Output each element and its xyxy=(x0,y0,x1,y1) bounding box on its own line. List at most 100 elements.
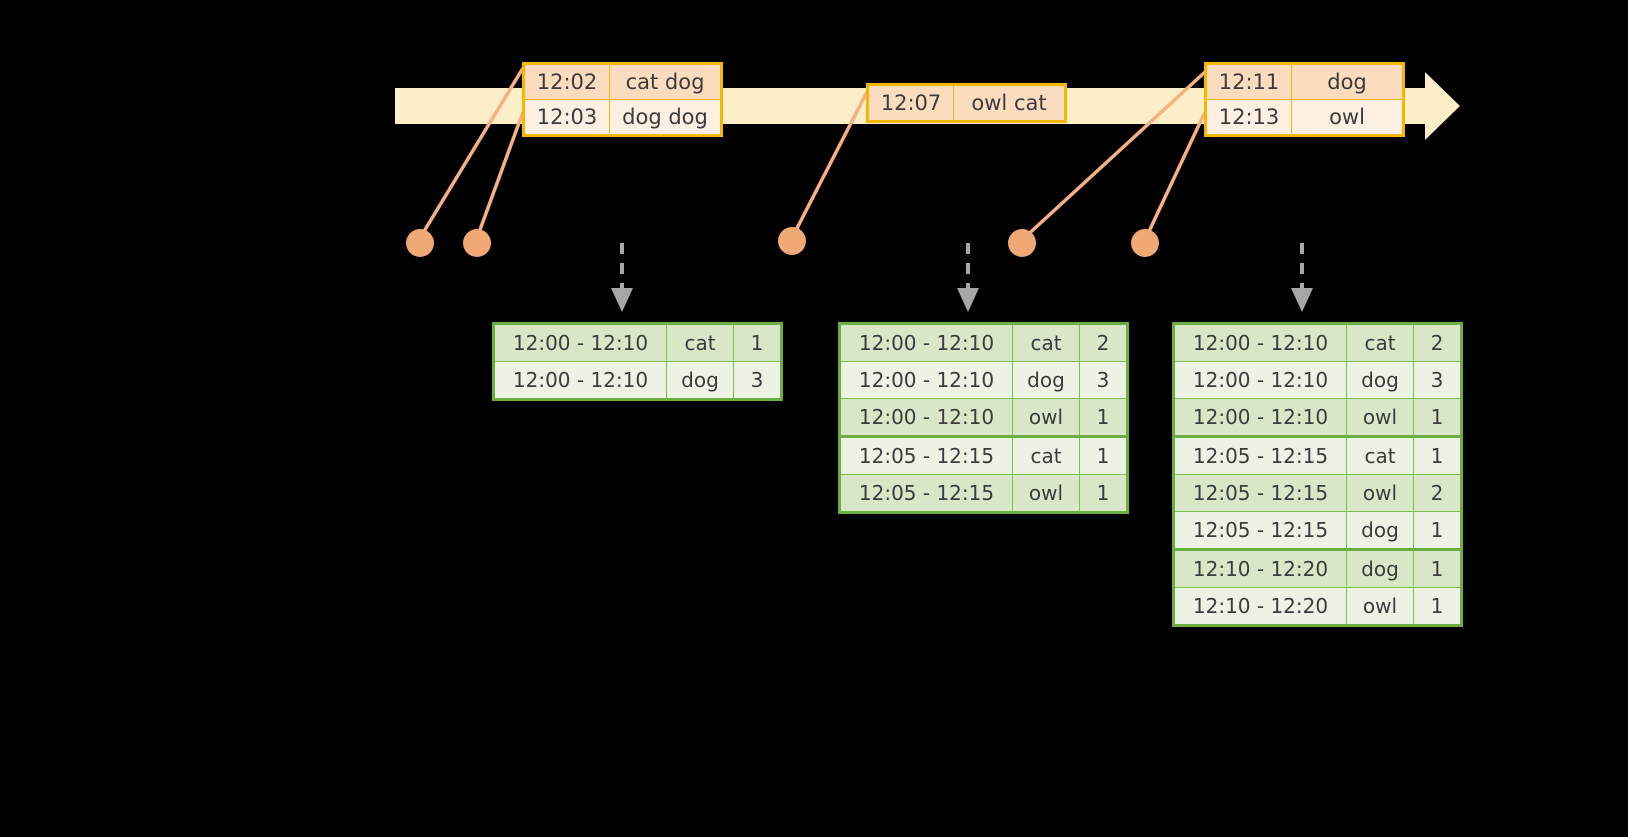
event-words: cat dog xyxy=(609,62,722,101)
connector-line-5 xyxy=(1143,111,1207,241)
cell-count: 3 xyxy=(1079,361,1128,399)
event-row[interactable]: 12:02 cat dog xyxy=(523,62,722,101)
event-time: 12:11 xyxy=(1205,62,1292,101)
cell-word: owl xyxy=(1012,474,1080,514)
event-time: 12:13 xyxy=(1205,99,1292,137)
connector-line-3 xyxy=(790,89,870,239)
event-box-group-1-body: 12:02 cat dog 12:03 dog dog xyxy=(523,62,722,137)
cell-count: 3 xyxy=(1413,361,1462,399)
cell-count: 1 xyxy=(1413,436,1462,475)
connector-line-1 xyxy=(418,67,525,239)
event-words: owl xyxy=(1291,99,1404,137)
cell-window: 12:00 - 12:10 xyxy=(839,361,1013,399)
cell-count: 1 xyxy=(1079,474,1128,514)
cell-word: dog xyxy=(1012,361,1080,399)
event-box-group-2[interactable]: 12:07 owl cat xyxy=(866,83,1067,124)
event-box-group-3-body: 12:11 dog 12:13 owl xyxy=(1205,62,1404,137)
cell-count: 1 xyxy=(1079,436,1128,475)
event-box-group-2-body: 12:07 owl cat xyxy=(867,83,1066,123)
event-words: dog xyxy=(1291,62,1404,101)
cell-count: 3 xyxy=(733,361,782,401)
cell-count: 1 xyxy=(1413,549,1462,588)
event-box-group-3[interactable]: 12:11 dog 12:13 owl xyxy=(1204,62,1405,138)
event-dot-3 xyxy=(778,227,806,255)
cell-word: owl xyxy=(1346,587,1414,627)
cell-word: dog xyxy=(1346,361,1414,399)
connector-line-2 xyxy=(475,111,525,239)
event-row[interactable]: 12:03 dog dog xyxy=(523,99,722,137)
event-dot-2 xyxy=(463,229,491,257)
cell-count: 1 xyxy=(1079,398,1128,438)
cell-word: cat xyxy=(1346,436,1414,475)
cell-word: dog xyxy=(666,361,734,401)
cell-word: dog xyxy=(1346,511,1414,551)
cell-window: 12:00 - 12:10 xyxy=(1173,398,1347,438)
cell-word: cat xyxy=(1012,323,1080,362)
event-time: 12:07 xyxy=(867,83,954,123)
cell-word: owl xyxy=(1346,398,1414,438)
event-row[interactable]: 12:07 owl cat xyxy=(867,83,1066,123)
event-dot-1 xyxy=(406,229,434,257)
cell-count: 1 xyxy=(1413,398,1462,438)
cell-word: dog xyxy=(1346,549,1414,588)
cell-count: 1 xyxy=(733,323,782,362)
cell-count: 2 xyxy=(1079,323,1128,362)
timeline-arrow-head xyxy=(1425,72,1460,140)
cell-window: 12:10 - 12:20 xyxy=(1173,549,1347,588)
cell-window: 12:00 - 12:10 xyxy=(1173,361,1347,399)
cell-count: 2 xyxy=(1413,323,1462,362)
cell-count: 1 xyxy=(1413,511,1462,551)
event-words: owl cat xyxy=(953,83,1066,123)
cell-word: owl xyxy=(1346,474,1414,512)
cell-window: 12:05 - 12:15 xyxy=(839,436,1013,475)
event-box-group-1[interactable]: 12:02 cat dog 12:03 dog dog xyxy=(522,62,723,138)
cell-word: cat xyxy=(1012,436,1080,475)
cell-window: 12:05 - 12:15 xyxy=(1173,511,1347,551)
event-words: dog dog xyxy=(609,99,722,137)
cell-window: 12:05 - 12:15 xyxy=(839,474,1013,514)
cell-count: 1 xyxy=(1413,587,1462,627)
cell-count: 2 xyxy=(1413,474,1462,512)
event-time: 12:03 xyxy=(523,99,610,137)
cell-window: 12:00 - 12:10 xyxy=(839,398,1013,438)
event-time: 12:02 xyxy=(523,62,610,101)
cell-word: owl xyxy=(1012,398,1080,438)
cell-word: cat xyxy=(1346,323,1414,362)
event-dot-5 xyxy=(1131,229,1159,257)
trigger-arrow-1 xyxy=(611,243,633,312)
trigger-arrow-2 xyxy=(957,243,979,312)
event-dot-4 xyxy=(1008,229,1036,257)
cell-window: 12:00 - 12:10 xyxy=(839,323,1013,362)
event-row[interactable]: 12:13 owl xyxy=(1205,99,1404,137)
cell-window: 12:10 - 12:20 xyxy=(1173,587,1347,627)
cell-window: 12:00 - 12:10 xyxy=(1173,323,1347,362)
connector-line-4 xyxy=(1020,70,1207,242)
event-row[interactable]: 12:11 dog xyxy=(1205,62,1404,101)
cell-window: 12:05 - 12:15 xyxy=(1173,474,1347,512)
cell-word: cat xyxy=(666,323,734,362)
cell-window: 12:00 - 12:10 xyxy=(493,323,667,362)
cell-window: 12:05 - 12:15 xyxy=(1173,436,1347,475)
